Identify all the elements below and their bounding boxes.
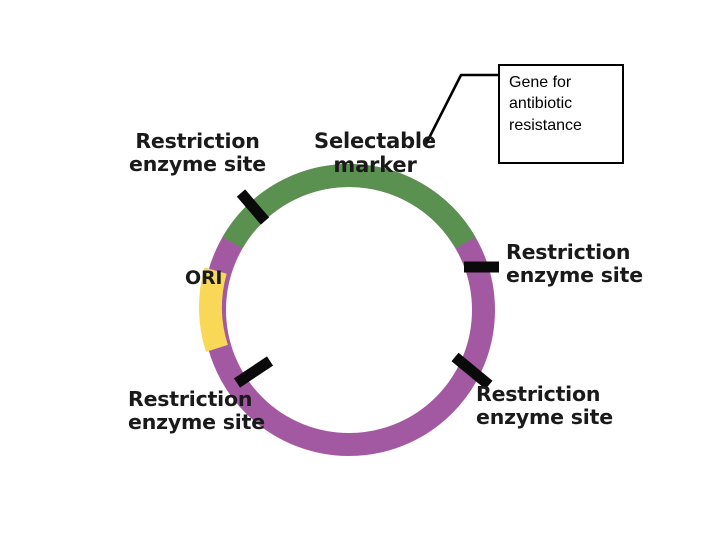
label-selectable-marker: Selectable marker (314, 129, 436, 177)
label-restriction-enzyme-site-bottom-left: Restriction enzyme site (128, 387, 265, 435)
restriction-site-marker-top-left (236, 189, 270, 225)
callout-text: Gene for antibiotic resistance (509, 74, 582, 134)
label-restriction-enzyme-site-bottom-right: Restriction enzyme site (476, 382, 613, 430)
callout-leader-line (423, 73, 498, 147)
segment-ori (199, 267, 228, 352)
restriction-site-marker-bottom-right (451, 352, 493, 390)
restriction-site-marker-bottom-left (233, 356, 274, 388)
label-restriction-enzyme-site-right: Restriction enzyme site (506, 240, 643, 288)
label-restriction-enzyme-site-top-left: Restriction enzyme site (129, 129, 266, 177)
label-ori: ORI (185, 267, 223, 289)
segment-selectable-marker (222, 163, 476, 249)
callout-box-gene-for-antibiotic-resistance: Gene for antibiotic resistance (498, 64, 624, 164)
